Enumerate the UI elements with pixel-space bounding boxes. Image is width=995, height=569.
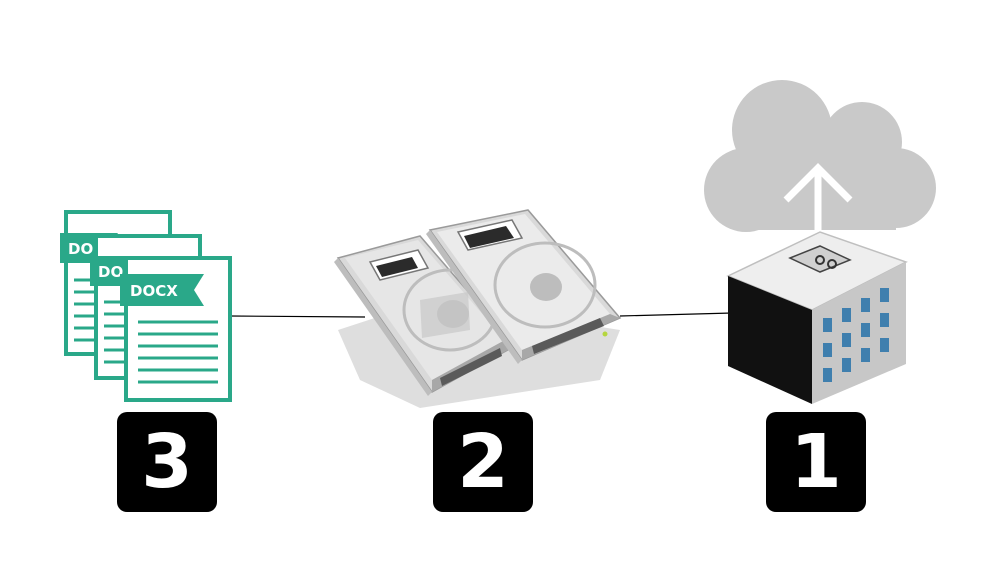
server-building-icon xyxy=(726,231,908,404)
upload-arrow-icon xyxy=(783,163,853,236)
hard-drive-right xyxy=(426,209,622,364)
connector-line-3-2 xyxy=(229,315,366,318)
step-badge-1: 1 xyxy=(766,412,866,512)
docx-file-front: DOCX xyxy=(120,256,232,402)
hard-drive-left xyxy=(334,235,517,396)
step-badge-2: 2 xyxy=(433,412,533,512)
cloud-server-icon xyxy=(704,80,936,404)
docx-tag-front: DOCX xyxy=(130,282,178,300)
hard-drives-icon xyxy=(334,209,622,408)
cloud-icon xyxy=(704,80,936,232)
step-badge-3: 3 xyxy=(117,412,217,512)
docx-files-icon: DOCX DOCX xyxy=(60,210,232,402)
connector-line-2-1 xyxy=(619,312,733,317)
